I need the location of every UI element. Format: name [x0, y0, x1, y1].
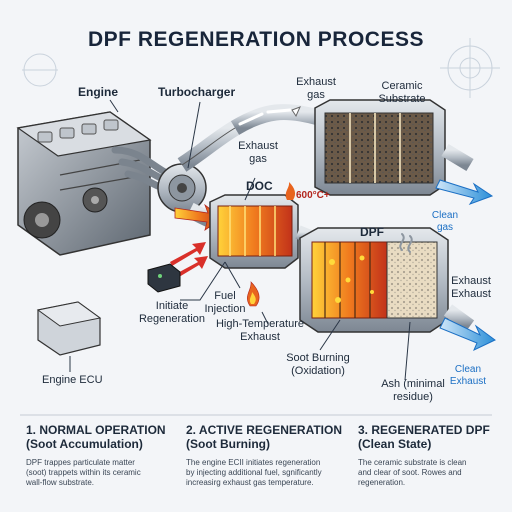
engine-block	[18, 112, 150, 255]
flame-icon	[286, 182, 295, 200]
step-1-heading: 1. NORMAL OPERATION (Soot Accumulation)	[26, 424, 176, 452]
soot-loaded-dpf	[315, 100, 470, 195]
label-initiate-regeneration: Initiate Regeneration	[132, 300, 212, 325]
step-normal-operation: 1. NORMAL OPERATION (Soot Accumulation) …	[26, 424, 176, 488]
label-engine: Engine	[78, 86, 118, 100]
label-dpf: DPF	[360, 226, 384, 240]
label-soot-burning: Soot Burning (Oxidation)	[268, 352, 368, 377]
clean-gas-arrow	[436, 180, 492, 204]
label-clean-exhaust: Clean Exhaust	[438, 364, 498, 387]
engine-ecu-module	[0, 302, 100, 355]
step-2-text: The engine ECII initiates regeneration b…	[186, 458, 346, 488]
doc-catalyst	[210, 195, 298, 268]
label-clean-gas: Clean gas	[420, 210, 470, 233]
label-doc: DOC	[246, 180, 273, 194]
label-turbocharger: Turbocharger	[158, 86, 235, 100]
label-ceramic-substrate: Ceramic Substrate	[362, 80, 442, 105]
page-title: DPF REGENERATION PROCESS	[0, 28, 512, 52]
label-high-temp-exhaust: High-Temperature Exhaust	[205, 318, 315, 343]
step-3-heading: 3. REGENERATED DPF (Clean State)	[358, 424, 498, 452]
regeneration-control-module	[148, 264, 180, 292]
label-exhaust-exhaust: Exhaust Exhaust	[440, 275, 502, 300]
label-exhaust-gas-lower: Exhaust gas	[228, 140, 288, 165]
label-temperature: 600°C+	[296, 190, 330, 202]
step-3-text: The ceramic substrate is clean and clear…	[358, 458, 498, 488]
step-2-heading: 2. ACTIVE REGENERATION (Soot Burning)	[186, 424, 346, 452]
step-1-text: DPF trappes particulate matter (soot) tr…	[26, 458, 176, 488]
step-regenerated-dpf: 3. REGENERATED DPF (Clean State) The cer…	[358, 424, 498, 488]
label-engine-ecu: Engine ECU	[42, 374, 103, 387]
step-active-regeneration: 2. ACTIVE REGENERATION (Soot Burning) Th…	[186, 424, 346, 488]
label-exhaust-gas-upper: Exhaust gas	[286, 76, 346, 101]
